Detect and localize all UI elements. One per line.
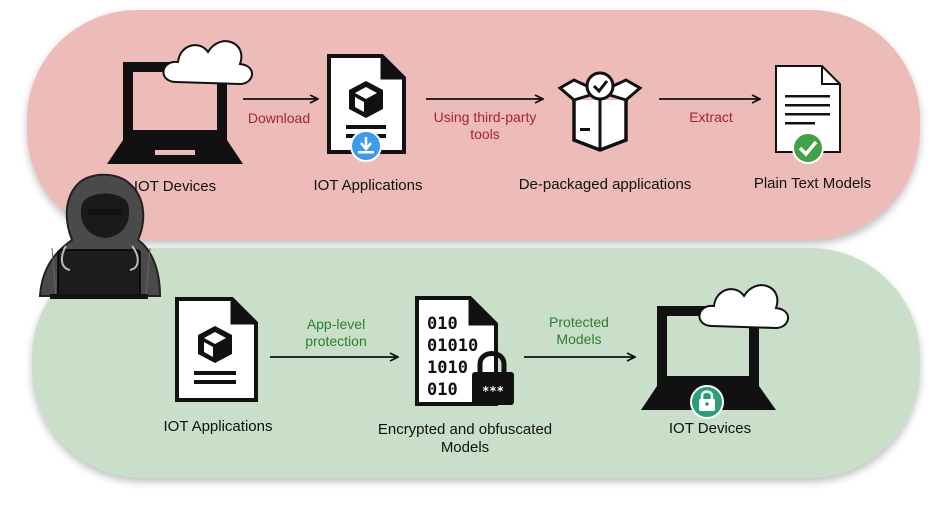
binary-line: 1010 [427, 358, 468, 378]
label-protected-models: Protected Models [549, 314, 609, 347]
laptop-cloud-icon [107, 40, 253, 164]
label-iot-devices: IOT Devices [668, 420, 752, 437]
app-file-icon [327, 54, 406, 154]
lock-icon [690, 385, 724, 419]
laptop-cloud-icon [641, 284, 789, 410]
label-iot-applications: IOT Applications [163, 418, 273, 435]
hacker-icon [38, 173, 162, 299]
binary-line: 010 [427, 314, 458, 334]
label-extract: Extract [689, 109, 733, 125]
document-icon [775, 65, 841, 153]
binary-line: 01010 [427, 336, 478, 356]
padlock-icon: *** [472, 351, 514, 405]
binary-line: 010 [427, 380, 458, 400]
label-download: Download [247, 110, 311, 126]
download-icon [350, 130, 382, 162]
check-icon [792, 132, 824, 164]
open-box-icon [557, 71, 643, 152]
app-file-icon [175, 297, 258, 402]
password-mask: *** [482, 384, 504, 398]
label-encrypted-models: Encrypted and obfuscated Models [377, 421, 553, 456]
label-iot-devices: IOT Devices [133, 178, 217, 195]
label-depackaged-applications: De-packaged applications [518, 176, 692, 193]
label-app-level-protection: App-level protection [305, 316, 367, 349]
label-iot-applications: IOT Applications [313, 177, 423, 194]
label-third-party-tools: Using third-party tools [433, 109, 537, 142]
label-plain-text-models: Plain Text Models [753, 175, 872, 192]
